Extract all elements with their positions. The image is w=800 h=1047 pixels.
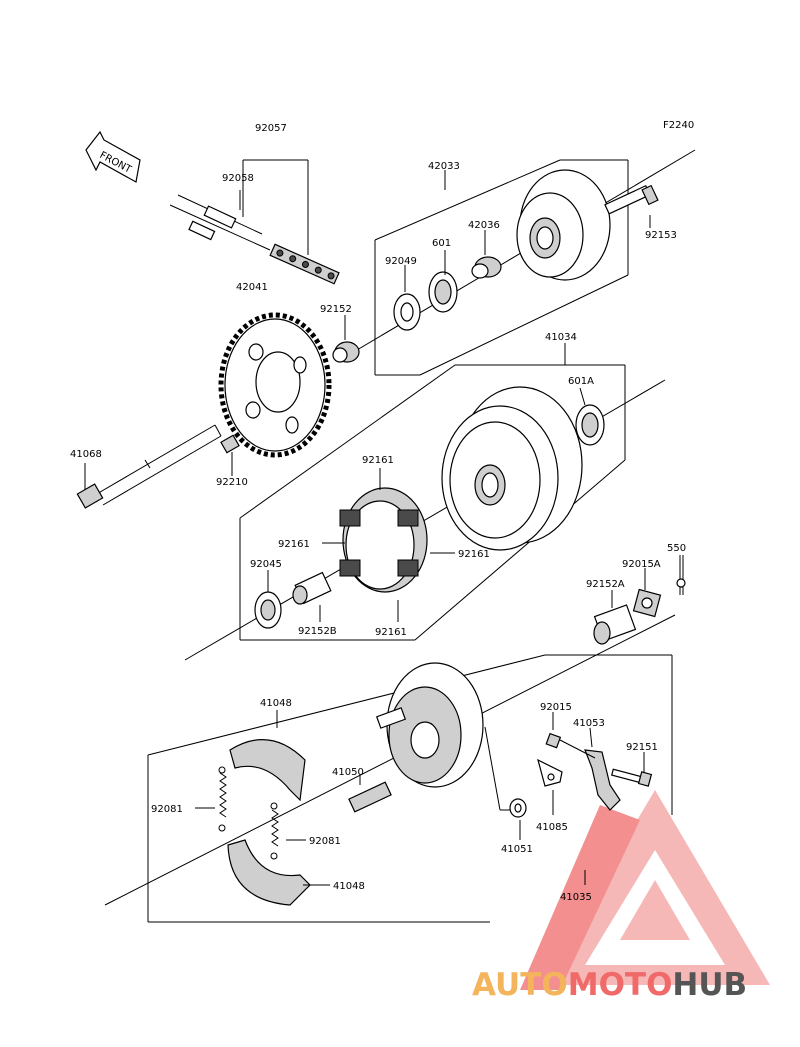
label-92152B: 92152B [298, 626, 337, 637]
label-92161-top: 92161 [362, 455, 394, 466]
label-92081-right: 92081 [309, 836, 341, 847]
label-41048-top: 41048 [260, 698, 292, 709]
label-92210: 92210 [216, 477, 248, 488]
label-41035: 41035 [560, 892, 592, 903]
label-92161-left: 92161 [278, 539, 310, 550]
rear-sprocket [218, 312, 332, 458]
label-92049: 92049 [385, 256, 417, 267]
label-92151: 92151 [626, 742, 658, 753]
figure-code: F2240 [663, 120, 694, 131]
label-42036: 42036 [468, 220, 500, 231]
label-41085: 41085 [536, 822, 568, 833]
label-42041: 42041 [236, 282, 268, 293]
label-92057: 92057 [255, 123, 287, 134]
label-601A: 601A [568, 376, 594, 387]
return-spring-right [270, 802, 279, 860]
return-spring-left [218, 766, 227, 832]
label-41034: 41034 [545, 332, 577, 343]
label-92161-bottom: 92161 [375, 627, 407, 638]
label-92015A: 92015A [622, 559, 661, 570]
label-92081-left: 92081 [151, 804, 183, 815]
label-92152: 92152 [320, 304, 352, 315]
watermark-text: AUTOMOTOHUB [472, 967, 747, 1003]
label-601: 601 [432, 238, 451, 249]
label-42033: 42033 [428, 161, 460, 172]
watermark-hub: HUB [672, 967, 747, 1003]
label-41053: 41053 [573, 718, 605, 729]
watermark-moto: MOTO [568, 967, 673, 1003]
watermark-logo [520, 790, 770, 990]
label-41048-bottom: 41048 [333, 881, 365, 892]
rear-wheel-hub-group [184, 343, 666, 661]
label-92161-right: 92161 [458, 549, 490, 560]
label-41068: 41068 [70, 449, 102, 460]
label-92015: 92015 [540, 702, 572, 713]
label-41050: 41050 [332, 767, 364, 778]
rear-brake-group [104, 614, 676, 923]
label-41051: 41051 [501, 844, 533, 855]
watermark-auto: AUTO [472, 967, 568, 1003]
label-92152A: 92152A [586, 579, 625, 590]
sprocket-coupling-group [332, 149, 696, 376]
label-550: 550 [667, 543, 686, 554]
label-92153: 92153 [645, 230, 677, 241]
label-92045: 92045 [250, 559, 282, 570]
axle-nut-and-collar [593, 555, 686, 645]
rear-axle [76, 424, 240, 509]
drive-chain [169, 159, 340, 285]
label-92058: 92058 [222, 173, 254, 184]
front-arrow-icon: FRONT [85, 130, 141, 183]
